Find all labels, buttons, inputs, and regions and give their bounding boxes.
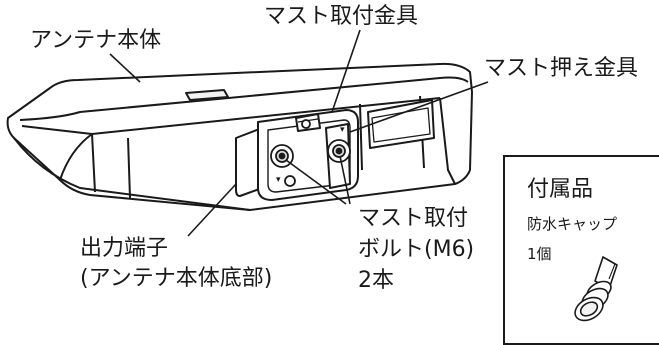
accessory-item-qty: 1個 <box>527 245 552 263</box>
label-antenna-body: アンテナ本体 <box>30 28 162 53</box>
leader-bolt-1 <box>285 159 347 205</box>
top-slot <box>185 89 229 101</box>
leader-mast-clamp <box>349 81 489 133</box>
accessories-title: 付属品 <box>527 177 594 202</box>
svg-text:▾: ▾ <box>340 125 345 135</box>
leader-mast-bracket <box>331 29 361 113</box>
accessories-box: 付属品 防水キャップ 1個 <box>503 155 659 345</box>
label-output-terminal-line2: (アンテナ本体底部) <box>80 266 273 291</box>
accessory-item-name: 防水キャップ <box>527 215 618 233</box>
bracket-back-plate <box>235 127 263 197</box>
leader-bolt-2 <box>339 155 351 205</box>
label-mast-clamp: マスト押え金具 <box>484 56 639 81</box>
label-output-terminal-line1: 出力端子 <box>80 236 169 261</box>
label-mast-bolt-line1: マスト取付 <box>358 206 469 231</box>
diagram: ▾ ▾ アンテナ本体 マスト取付金具 マスト押え金具 マスト取付 ボルト(M6)… <box>6 4 659 345</box>
leader-antenna-body <box>109 53 141 83</box>
antenna-illustration: ▾ ▾ <box>6 29 489 237</box>
label-mast-bolt-line2: ボルト(M6) <box>358 237 475 262</box>
svg-text:▾: ▾ <box>276 175 281 185</box>
waterproof-cap-illustration <box>574 256 618 322</box>
label-mast-bracket: マスト取付金具 <box>264 4 419 29</box>
label-mast-bolt-line3: 2本 <box>358 268 394 293</box>
leader-output-terminal <box>187 183 237 237</box>
